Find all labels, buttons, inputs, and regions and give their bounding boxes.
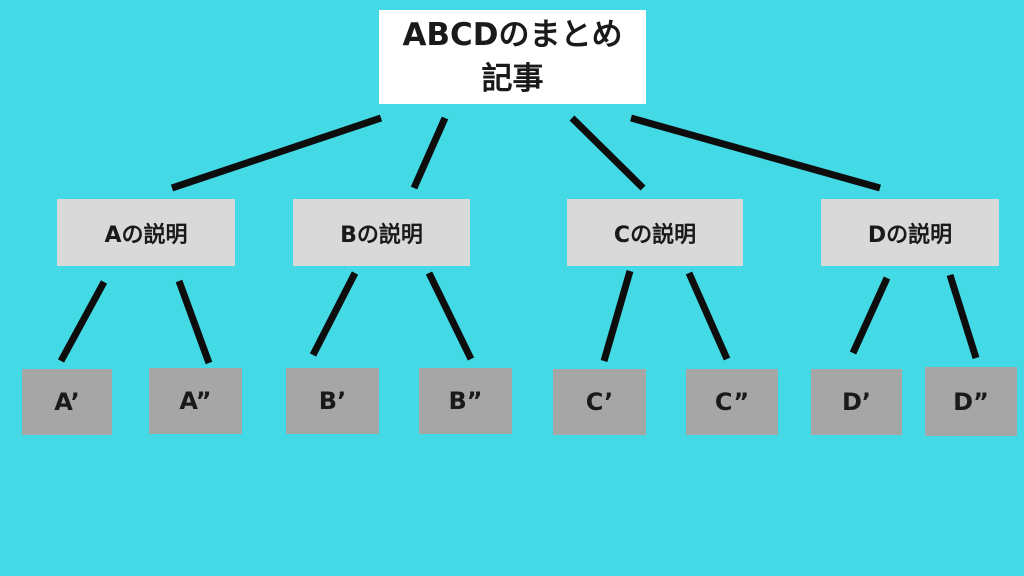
root-node-label: ABCDのまとめ記事 xyxy=(402,17,623,97)
connector-b-b2 xyxy=(425,271,475,361)
node-b: Bの説明 xyxy=(293,199,470,266)
connector-root-b xyxy=(410,116,449,190)
connector-c-c2 xyxy=(685,271,731,361)
leaf-c-double-prime: C” xyxy=(686,369,778,435)
leaf-a-prime-label: A’ xyxy=(54,388,80,416)
leaf-b-prime: B’ xyxy=(286,368,379,434)
node-d-label: Dの説明 xyxy=(867,222,953,248)
connector-d-d1 xyxy=(849,276,891,355)
leaf-c-double-prime-label: C” xyxy=(714,388,750,416)
root-node: ABCDのまとめ記事 xyxy=(379,10,646,104)
node-d: Dの説明 xyxy=(821,199,999,266)
leaf-b-double-prime-label: B” xyxy=(448,387,483,415)
leaf-d-prime: D’ xyxy=(811,369,902,435)
connector-d-d2 xyxy=(946,273,980,360)
node-a-label: Aの説明 xyxy=(104,222,188,248)
connector-a-a1 xyxy=(57,280,108,363)
connector-a-a2 xyxy=(175,279,213,365)
leaf-b-double-prime: B” xyxy=(419,368,512,434)
node-a: Aの説明 xyxy=(57,199,235,266)
leaf-c-prime: C’ xyxy=(553,369,646,435)
node-c: Cの説明 xyxy=(567,199,743,266)
connector-root-a xyxy=(170,114,383,192)
leaf-a-prime: A’ xyxy=(22,369,112,435)
node-c-label: Cの説明 xyxy=(613,222,697,248)
leaf-d-double-prime: D” xyxy=(925,367,1017,436)
connector-b-b1 xyxy=(309,271,359,357)
leaf-b-prime-label: B’ xyxy=(318,387,347,415)
connector-c-c1 xyxy=(600,270,634,362)
node-b-label: Bの説明 xyxy=(340,222,423,248)
connector-root-d xyxy=(630,114,881,192)
connector-root-c xyxy=(569,115,646,191)
leaf-c-prime-label: C’ xyxy=(585,388,614,416)
leaf-d-double-prime-label: D” xyxy=(953,387,989,416)
leaf-a-double-prime-label: A” xyxy=(179,387,212,415)
leaf-d-prime-label: D’ xyxy=(841,388,872,416)
leaf-a-double-prime: A” xyxy=(149,368,242,434)
